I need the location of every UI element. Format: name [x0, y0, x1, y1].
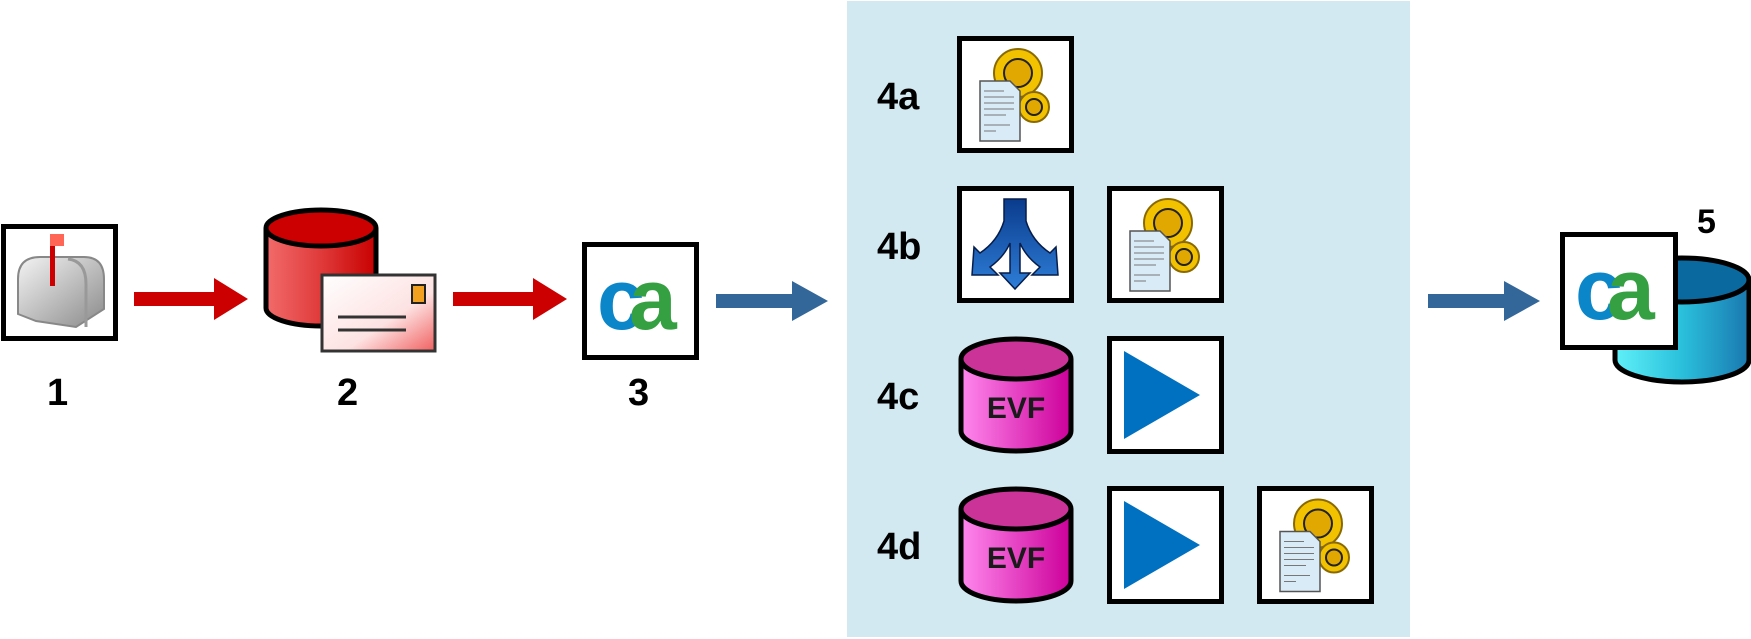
- ca-logo-icon: ca: [597, 255, 687, 345]
- ca-logo-c: c: [1575, 242, 1623, 338]
- evf-text: EVF: [986, 392, 1046, 425]
- option-4b-split-box: [957, 186, 1074, 303]
- evf-database-icon: [958, 336, 1074, 454]
- option-4b-script-box: [1107, 186, 1224, 303]
- evf-database-icon: [958, 486, 1074, 604]
- step-5-ca-database: ca: [1560, 210, 1751, 400]
- step-1-mailbox-box: [1, 224, 118, 341]
- step-5-ca-box: ca: [1560, 232, 1678, 350]
- option-4c-label: 4c: [877, 376, 920, 418]
- ca-logo-a: a: [628, 252, 677, 348]
- mailbox-icon: [17, 234, 105, 329]
- arrow-options-to-5: [1428, 281, 1540, 321]
- step-3-ca-box: ca: [582, 242, 699, 360]
- option-4d-label: 4d: [877, 526, 922, 568]
- script-gears-icon: [979, 48, 1050, 142]
- option-4a-script-box: [957, 36, 1074, 153]
- script-gears-icon: [1129, 198, 1200, 292]
- script-gears-icon: [1279, 498, 1350, 593]
- arrow-2-to-3: [453, 278, 567, 320]
- options-panel: 4a 4b 4c: [847, 1, 1410, 637]
- step-2-mail-database: [262, 204, 437, 354]
- option-4d-play-box: [1107, 486, 1224, 604]
- option-4d-evf-database: EVF: [957, 485, 1075, 605]
- option-4a-label: 4a: [877, 76, 920, 118]
- option-4c-play-box: [1107, 336, 1224, 454]
- evf-text: EVF: [986, 542, 1046, 575]
- option-4c-evf-database: EVF: [957, 335, 1075, 455]
- play-icon: [1124, 501, 1200, 589]
- mail-database-icon: [263, 207, 437, 353]
- split-arrow-icon: [971, 198, 1059, 291]
- option-4d-script-box: [1257, 486, 1374, 604]
- play-icon: [1124, 351, 1200, 439]
- step-5-label: 5: [1697, 203, 1716, 241]
- ca-logo-a: a: [1606, 242, 1655, 338]
- arrow-1-to-2: [134, 278, 248, 320]
- option-4b-label: 4b: [877, 226, 922, 268]
- ca-logo-icon: ca: [1575, 245, 1665, 335]
- arrow-3-to-options: [716, 281, 828, 321]
- step-3-label: 3: [628, 372, 650, 414]
- step-2-label: 2: [337, 372, 359, 414]
- ca-logo-c: c: [597, 252, 645, 348]
- step-1-label: 1: [47, 372, 69, 414]
